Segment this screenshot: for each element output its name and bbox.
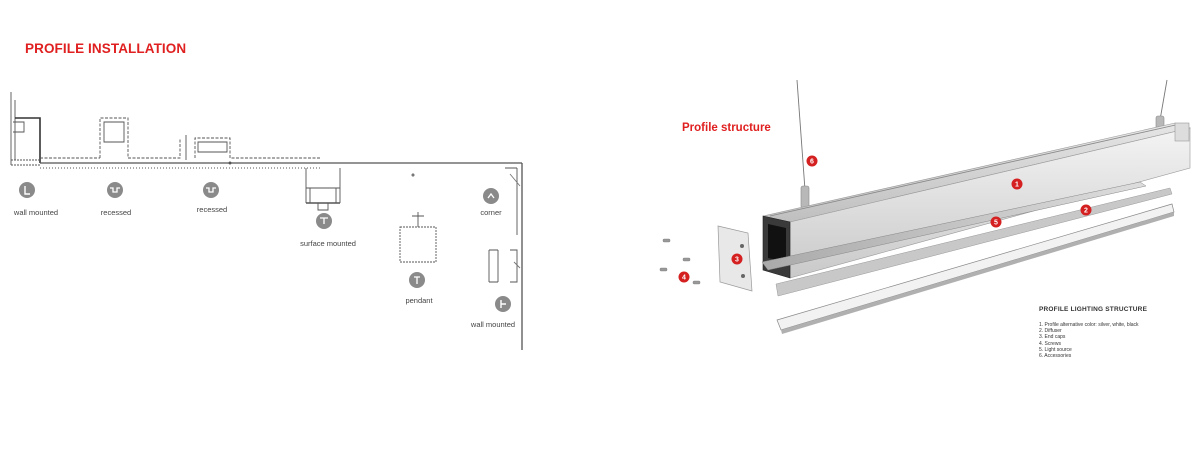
callout-5-label: 5	[994, 220, 998, 227]
recessed-icon	[203, 182, 219, 198]
legend-item: 6. Accessories	[1039, 353, 1072, 360]
recessed-icon	[107, 182, 123, 198]
installation-title: PROFILE INSTALLATION	[25, 41, 187, 56]
callout-6-label: 6	[810, 159, 814, 166]
callout-6: 6	[806, 155, 818, 167]
callout-3-label: 3	[735, 257, 739, 264]
structure-legend: PROFILE LIGHTING STRUCTURE 1. Profile al…	[1039, 306, 1147, 359]
install-label-surface-mounted: surface mounted	[300, 239, 356, 248]
install-label-wall-mounted: wall mounted	[13, 208, 59, 217]
legend-item: 1. Profile alternative color: silver, wh…	[1039, 322, 1139, 328]
corner-icon	[483, 188, 499, 204]
structure-title: Profile structure	[682, 122, 771, 134]
install-label-corner: corner	[480, 208, 502, 217]
wall-mounted-icon	[19, 182, 35, 198]
wall-mounted-icon	[495, 296, 511, 312]
callout-2-label: 2	[1084, 208, 1088, 215]
install-label-recessed-2: recessed	[196, 205, 228, 214]
install-label-recessed: recessed	[100, 208, 132, 217]
legend-item: 5. Light source	[1039, 346, 1072, 353]
install-label-wall-mounted-2: wall mounted	[470, 320, 516, 329]
callout-1-label: 1	[1015, 182, 1019, 189]
callout-1: 1	[1011, 178, 1023, 190]
surface-mounted-icon	[316, 213, 332, 229]
legend-item: 3. End caps	[1039, 334, 1066, 341]
legend-item: 4. Screws	[1039, 340, 1061, 347]
callout-4: 4	[678, 271, 690, 283]
callout-4-label: 4	[682, 275, 686, 282]
callout-5: 5	[990, 216, 1002, 228]
callout-2: 2	[1080, 204, 1092, 216]
legend-list: 1. Profile alternative color: silver, wh…	[1039, 322, 1147, 359]
legend-title: PROFILE LIGHTING STRUCTURE	[1039, 306, 1148, 313]
install-label-pendant: pendant	[405, 296, 433, 305]
callout-3: 3	[731, 253, 743, 265]
pendant-icon	[409, 272, 425, 288]
legend-item: 2. Diffuser	[1039, 328, 1062, 335]
